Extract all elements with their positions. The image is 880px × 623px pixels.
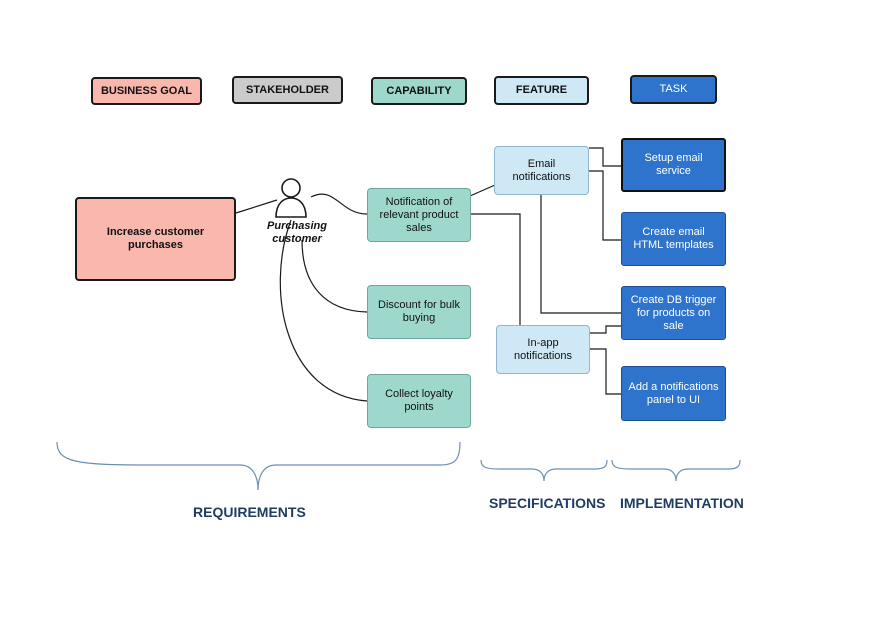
connector-stakeholder-to-discount (301, 239, 368, 313)
capability-notification-of-sales[interactable]: Notification of relevant product sales (367, 188, 471, 242)
section-label-specifications: SPECIFICATIONS (489, 495, 606, 511)
implementation-brace (611, 459, 741, 482)
goal-increase-customer-purchases[interactable]: Increase customer purchases (75, 197, 236, 281)
legend-task: TASK (630, 75, 717, 104)
legend-stakeholder: STAKEHOLDER (232, 76, 343, 104)
connector-inapp-to-panel (590, 348, 621, 395)
feature-email-notifications[interactable]: Email notifications (494, 146, 589, 195)
connector-email-to-dbtrigger (540, 195, 621, 314)
feature-in-app-notifications[interactable]: In-app notifications (496, 325, 590, 374)
stakeholder-label[interactable]: Purchasing customer (267, 220, 327, 245)
section-label-requirements: REQUIREMENTS (193, 504, 306, 520)
legend-capability: CAPABILITY (371, 77, 467, 105)
task-create-email-templates[interactable]: Create email HTML templates (621, 212, 726, 266)
connector-stakeholder-to-loyalty (279, 219, 368, 402)
capability-loyalty-points[interactable]: Collect loyalty points (367, 374, 471, 428)
connector-email-to-templates (589, 170, 621, 241)
connector-stakeholder-to-notification (310, 193, 368, 215)
connector-email-to-setup (589, 147, 621, 167)
capability-bulk-discount[interactable]: Discount for bulk buying (367, 285, 471, 339)
task-add-notifications-panel[interactable]: Add a notifications panel to UI (621, 366, 726, 421)
requirements-brace (56, 441, 461, 491)
section-label-implementation: IMPLEMENTATION (620, 495, 744, 511)
connector-notification-to-inapp (470, 213, 521, 325)
connector-notification-to-email (469, 184, 496, 197)
specifications-brace (480, 459, 608, 482)
legend-feature: FEATURE (494, 76, 589, 105)
task-setup-email-service[interactable]: Setup email service (621, 138, 726, 192)
legend-business-goal: BUSINESS GOAL (91, 77, 202, 105)
connector-inapp-to-dbtrigger (590, 325, 621, 334)
task-create-db-trigger[interactable]: Create DB trigger for products on sale (621, 286, 726, 340)
connector-goal-to-stakeholder (235, 199, 278, 214)
stakeholder-person-icon (275, 178, 307, 218)
